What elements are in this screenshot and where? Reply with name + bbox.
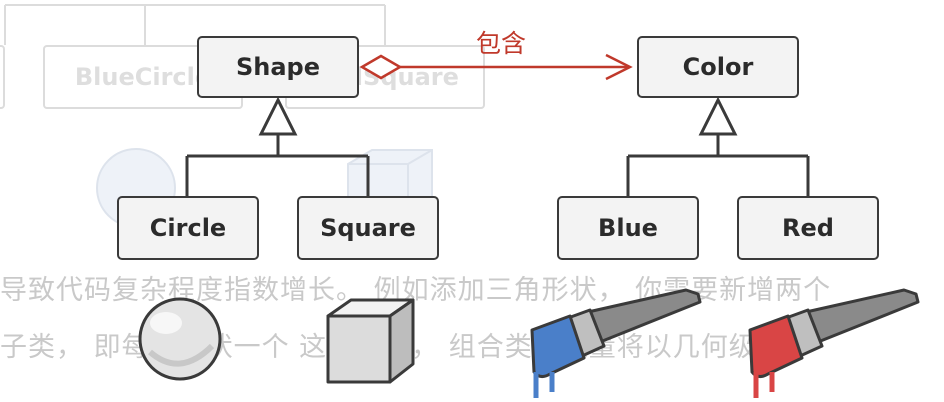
cube-icon <box>326 298 415 384</box>
inheritance-arrow-shape <box>258 96 298 136</box>
red-paintbrush-icon <box>748 288 920 398</box>
relation-label: 包含 <box>476 29 527 58</box>
inheritance-arrow-color <box>698 96 738 136</box>
ghost-class-blue-circle: BlueCircle <box>43 45 243 109</box>
class-blue: Blue <box>557 196 699 260</box>
blue-paintbrush-icon <box>530 288 702 398</box>
class-color: Color <box>637 36 799 98</box>
class-circle: Circle <box>117 196 259 260</box>
class-shape: Shape <box>197 36 359 98</box>
class-red: Red <box>737 196 879 260</box>
sphere-icon <box>138 297 222 381</box>
ghost-class-box-left <box>0 45 5 109</box>
class-square: Square <box>297 196 439 260</box>
aggregation-arrow <box>359 53 633 81</box>
